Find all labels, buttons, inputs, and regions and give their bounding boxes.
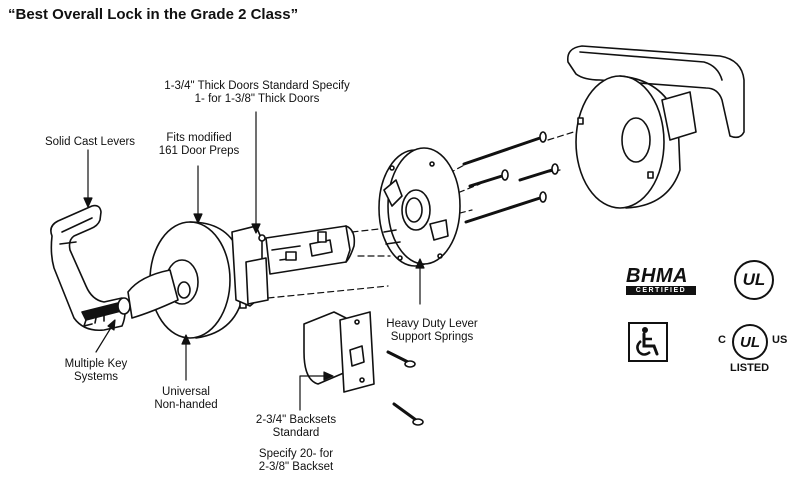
thick-doors-label: 1-3/4" Thick Doors Standard Specify 1- f…	[164, 80, 350, 105]
bhma-certified-logo: BHMA CERTIFIED	[626, 266, 698, 296]
backsets-label: 2-3/4" Backsets Standard	[255, 414, 337, 439]
solid-cast-levers-label: Solid Cast Levers	[44, 136, 136, 148]
chassis-icon	[231, 225, 356, 307]
multiple-key-label: Multiple Key Systems	[64, 358, 128, 383]
left-rose-icon	[127, 221, 247, 339]
callout-arrows	[83, 111, 425, 411]
c-ul-us-listed-logo: C UL US LISTED	[718, 320, 798, 376]
fits-modified-label: Fits modified 161 Door Preps	[158, 132, 240, 157]
screw-icon	[386, 131, 559, 426]
page-title: “Best Overall Lock in the Grade 2 Class”	[8, 6, 299, 23]
mounting-plate-icon	[378, 147, 461, 267]
ul-logo: UL	[734, 260, 774, 300]
left-lever-icon	[50, 204, 131, 332]
right-lever-icon	[566, 45, 745, 209]
latch-icon	[303, 311, 375, 393]
wheelchair-icon	[628, 322, 668, 362]
heavy-duty-label: Heavy Duty Lever Support Springs	[386, 318, 478, 343]
specify-20-label: Specify 20- for 2-3/8" Backset	[258, 448, 334, 473]
universal-label: Universal Non-handed	[154, 386, 218, 411]
